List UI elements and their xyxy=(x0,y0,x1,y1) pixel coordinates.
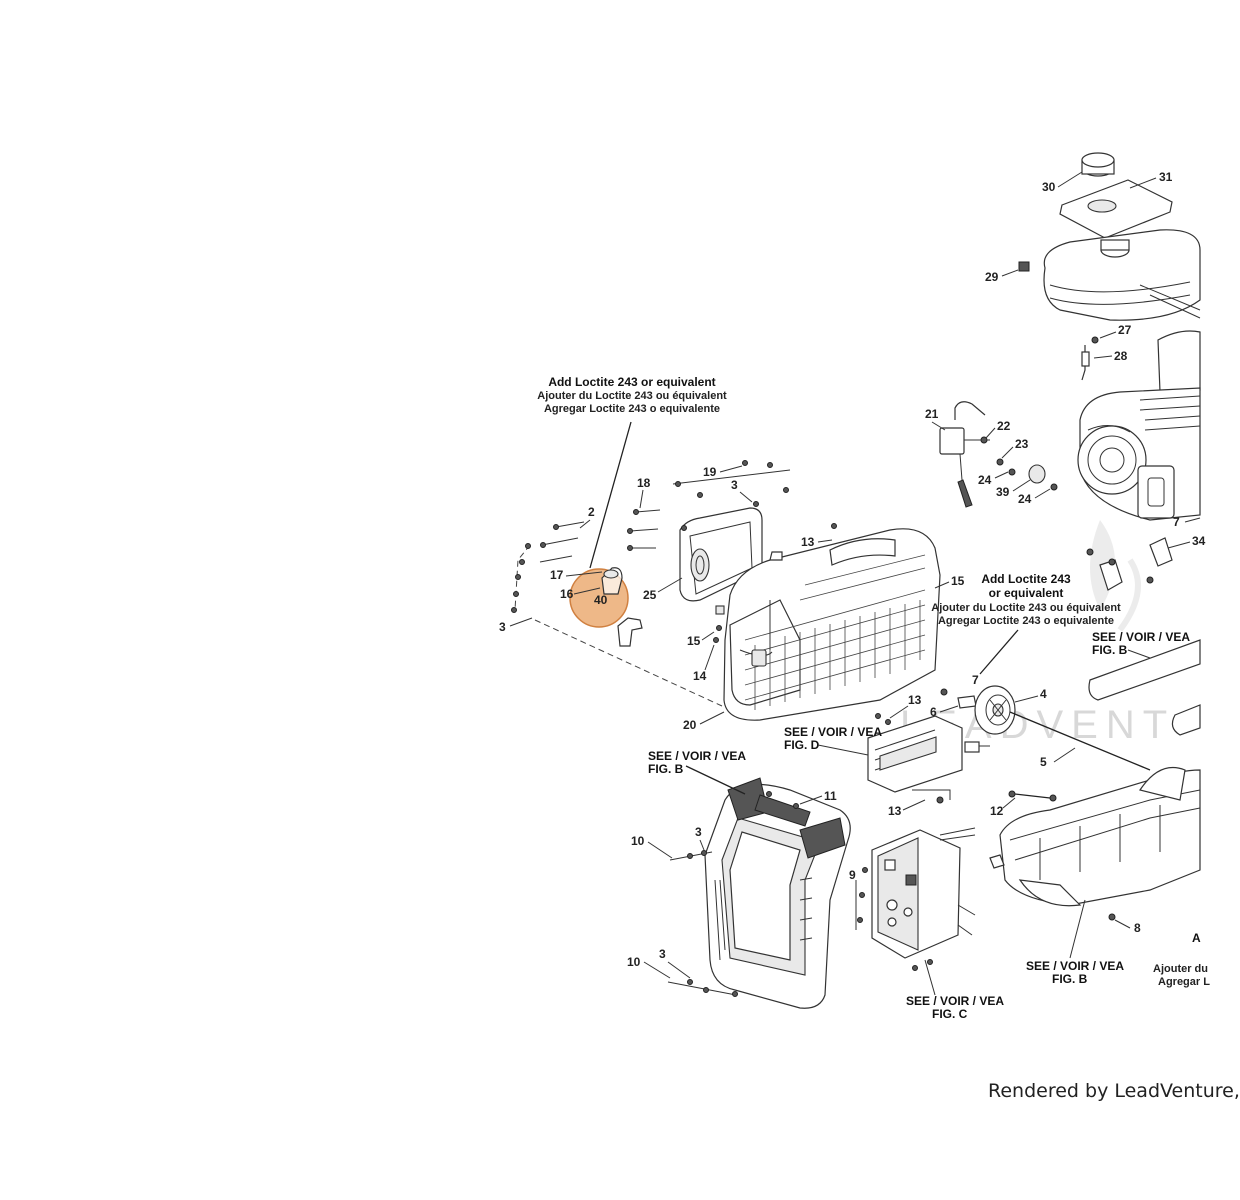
mount-brackets xyxy=(1086,537,1173,591)
callout-15-right: 15 xyxy=(951,574,965,588)
front-panel-frame xyxy=(667,777,851,1009)
callout-15-left: 15 xyxy=(687,634,701,648)
base-tray xyxy=(989,766,1201,921)
callout-34: 34 xyxy=(1192,534,1206,548)
callout-29: 29 xyxy=(985,270,999,284)
callout-17: 17 xyxy=(550,568,564,582)
callout-12: 12 xyxy=(990,804,1004,818)
callout-6: 6 xyxy=(930,705,937,719)
callout-20: 20 xyxy=(683,718,697,732)
callout-39: 39 xyxy=(996,485,1010,499)
callout-4: 4 xyxy=(1040,687,1047,701)
callout-7-mid: 7 xyxy=(972,673,979,687)
callout-30: 30 xyxy=(1042,180,1056,194)
callout-3-left: 3 xyxy=(499,620,506,634)
render-credit: Rendered by LeadVenture, xyxy=(988,1080,1240,1102)
callout-13-top: 13 xyxy=(801,535,815,549)
left-screws xyxy=(511,521,585,613)
callout-10-bottom: 10 xyxy=(627,955,641,969)
callout-13-bottom: 13 xyxy=(888,804,902,818)
callout-10-top: 10 xyxy=(631,834,645,848)
loctite-mid-line3: Ajouter du Loctite 243 ou équivalent xyxy=(931,602,1121,614)
loctite-right-line1: A xyxy=(1192,931,1201,945)
callout-28: 28 xyxy=(1114,349,1128,363)
callout-25: 25 xyxy=(643,588,657,602)
callout-27: 27 xyxy=(1118,323,1132,337)
loctite-left-line2: Ajouter du Loctite 243 ou équivalent xyxy=(537,390,727,402)
callout-9: 9 xyxy=(849,868,856,882)
highlighted-part-40 xyxy=(569,567,643,647)
see-fig-b-bottom-line1: SEE / VOIR / VEA xyxy=(1026,959,1124,973)
loctite-mid-line4: Agregar Loctite 243 o equivalente xyxy=(938,615,1114,627)
see-fig-b-top-line2: FIG. B xyxy=(1092,643,1128,657)
callout-19: 19 xyxy=(703,465,717,479)
callout-24-left: 24 xyxy=(978,473,992,487)
callout-21: 21 xyxy=(925,407,939,421)
loctite-left-line1: Add Loctite 243 or equivalent xyxy=(548,375,715,389)
see-fig-b-top-line1: SEE / VOIR / VEA xyxy=(1092,630,1190,644)
loctite-mid-line1: Add Loctite 243 xyxy=(981,572,1071,586)
see-fig-c-line1: SEE / VOIR / VEA xyxy=(906,994,1004,1008)
callout-22: 22 xyxy=(997,419,1011,433)
callout-31: 31 xyxy=(1159,170,1173,184)
ground-strap xyxy=(1008,790,1057,802)
handle-tubes xyxy=(1088,639,1201,736)
see-fig-d-line1: SEE / VOIR / VEA xyxy=(784,725,882,739)
see-fig-c-line2: FIG. C xyxy=(932,1007,968,1021)
callout-18: 18 xyxy=(637,476,651,490)
engine xyxy=(1077,330,1201,521)
housing-grille-panel xyxy=(713,523,941,721)
callout-5: 5 xyxy=(1040,755,1047,769)
loctite-right-line2: Ajouter du xyxy=(1153,963,1208,975)
see-fig-b-left-line2: FIG. B xyxy=(648,762,684,776)
wheel-and-axle xyxy=(940,685,1151,771)
callout-16: 16 xyxy=(560,587,574,601)
callout-40: 40 xyxy=(594,593,608,607)
callout-14: 14 xyxy=(693,669,707,683)
fuel-tank xyxy=(1018,229,1201,321)
loctite-mid-line2: or equivalent xyxy=(989,586,1064,600)
grille-mesh xyxy=(744,554,926,710)
inverter-module xyxy=(867,713,990,804)
callout-11: 11 xyxy=(824,789,837,803)
callout-7-top: 7 xyxy=(1173,515,1180,529)
callout-3-frame: 3 xyxy=(695,825,702,839)
exploded-parts-diagram: LEADVENT 30 31 29 27 28 xyxy=(499,152,1210,1021)
see-fig-b-bottom-line2: FIG. B xyxy=(1052,972,1088,986)
callout-13-mid: 13 xyxy=(908,693,922,707)
see-fig-d-line2: FIG. D xyxy=(784,738,820,752)
callout-3-top: 3 xyxy=(731,478,738,492)
fuel-valve-assembly xyxy=(939,401,1058,508)
callout-8: 8 xyxy=(1134,921,1141,935)
loctite-right-line3: Agregar L xyxy=(1158,976,1210,988)
see-fig-b-left-line1: SEE / VOIR / VEA xyxy=(648,749,746,763)
callout-2: 2 xyxy=(588,505,595,519)
loctite-left-line3: Agregar Loctite 243 o equivalente xyxy=(544,403,720,415)
callout-3-bottom: 3 xyxy=(659,947,666,961)
fuel-cap-assembly xyxy=(1059,152,1173,239)
callout-24-right: 24 xyxy=(1018,492,1032,506)
control-panel xyxy=(857,827,976,971)
callout-23: 23 xyxy=(1015,437,1029,451)
